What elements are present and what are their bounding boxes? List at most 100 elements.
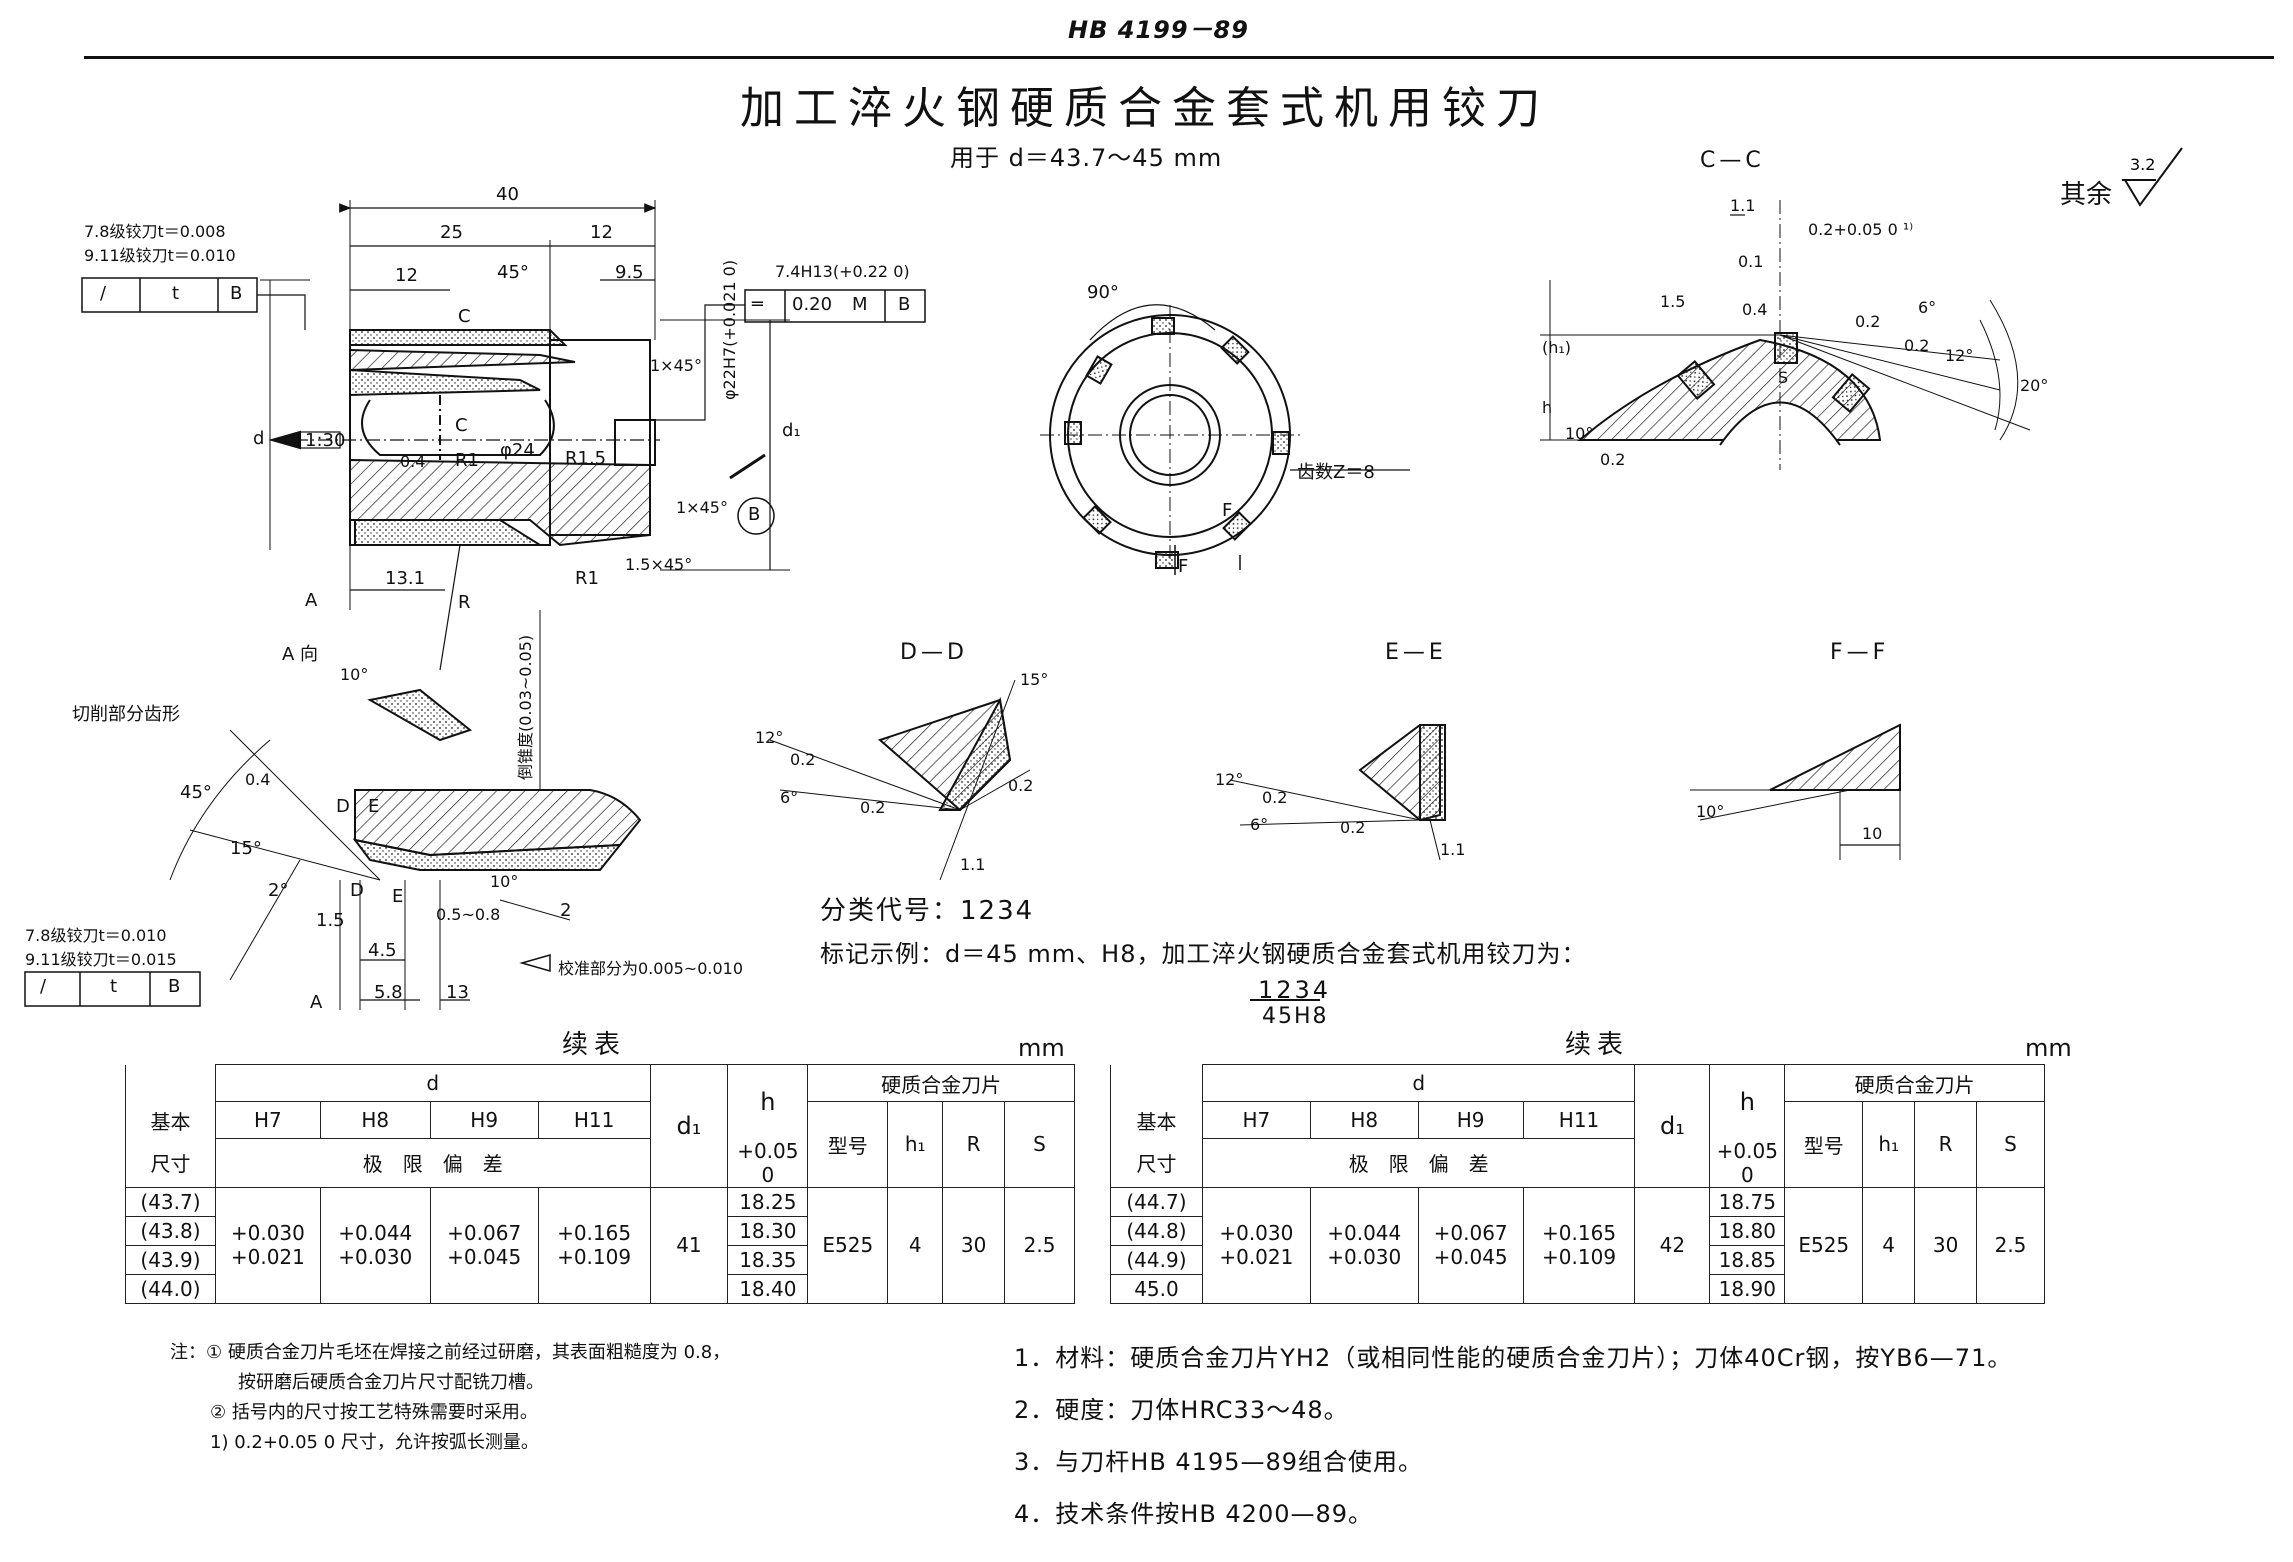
t2-basic-2: (44.9) bbox=[1110, 1244, 1203, 1275]
t1-h-d: d bbox=[214, 1064, 651, 1102]
tech-1: 1．材料：硬质合金刀片YH2（或相同性能的硬质合金刀片）；刀体40Cr钢，按YB… bbox=[1014, 1344, 2013, 1372]
runout-icon: ∕ bbox=[100, 283, 107, 304]
section-c-c bbox=[1540, 200, 2031, 470]
t1-h-h8: H8 bbox=[319, 1101, 431, 1139]
runout2-datum: B bbox=[168, 976, 181, 997]
roughness-04: 0.4 bbox=[400, 452, 426, 471]
t2-h-2: 18.85 bbox=[1709, 1244, 1786, 1275]
t1-type: E525 bbox=[807, 1186, 889, 1304]
section-mark-c-top: C bbox=[458, 306, 471, 327]
roughness-label: 其余 bbox=[2060, 180, 2113, 210]
chamfer-1x45-top: 1×45° bbox=[650, 356, 702, 375]
note-3: 1) 0.2+0.05 0 尺寸，允许按弧长测量。 bbox=[210, 1432, 539, 1453]
cc-0-1: 0.1 bbox=[1738, 252, 1764, 271]
dim-angle-45: 45° bbox=[497, 262, 529, 283]
cc-h1: (h₁) bbox=[1542, 338, 1572, 357]
section-e-e bbox=[1229, 724, 1446, 861]
t1-h-2: 18.35 bbox=[727, 1244, 809, 1275]
t1-h-s: S bbox=[1004, 1101, 1075, 1188]
cc-6: 6° bbox=[1918, 298, 1937, 317]
t2-h-basic1: 基本 bbox=[1110, 1101, 1203, 1139]
cc-0-2-tol: 0.2+0.05 0 ¹⁾ bbox=[1808, 220, 1914, 239]
t1-h-3: 18.40 bbox=[727, 1273, 809, 1304]
t2-h7-lower: +0.021 bbox=[1219, 1245, 1294, 1269]
t1-h-0: 18.25 bbox=[727, 1186, 809, 1217]
dd-0-2-b: 0.2 bbox=[860, 798, 886, 817]
dd-0-2-c: 0.2 bbox=[1008, 776, 1034, 795]
dim-13-1: 13.1 bbox=[385, 568, 426, 589]
runout2-icon: ∕ bbox=[40, 976, 47, 997]
runout2-label-78: 7.8级铰刀t＝0.010 bbox=[25, 926, 167, 945]
dim-40: 40 bbox=[496, 184, 519, 205]
cc-s: S bbox=[1778, 368, 1789, 387]
t1-h-h11: H11 bbox=[537, 1101, 651, 1139]
a-10: 10° bbox=[340, 665, 369, 684]
t2-h-htol: +0.05 0 bbox=[1709, 1138, 1786, 1188]
t2-h-h9: H9 bbox=[1417, 1101, 1524, 1139]
classification-code: 分类代号：1234 bbox=[820, 896, 1035, 926]
end-view bbox=[1040, 304, 1410, 575]
t2-h-1: 18.80 bbox=[1709, 1215, 1786, 1246]
a-1-5: 1.5 bbox=[316, 910, 345, 931]
spec-table-2: d d₁ h 硬质合金刀片 基本 H7 H8 H9 H11 型号 h₁ R S … bbox=[1110, 1064, 2045, 1304]
dd-15: 15° bbox=[1020, 670, 1049, 689]
view-title-cc: C—C bbox=[1700, 148, 1765, 173]
radius-r1-5: R1.5 bbox=[565, 448, 607, 469]
ee-0-2-b: 0.2 bbox=[1340, 818, 1366, 837]
t2-h-d1: d₁ bbox=[1634, 1064, 1711, 1188]
t2-type: E525 bbox=[1784, 1186, 1864, 1304]
table2-caption: 续表 bbox=[1565, 1030, 1630, 1060]
t1-h-insert: 硬质合金刀片 bbox=[807, 1064, 1075, 1102]
t2-basic-0: (44.7) bbox=[1110, 1186, 1203, 1217]
t2-h-d: d bbox=[1201, 1064, 1636, 1102]
marking-code-top: 1234 bbox=[1258, 976, 1332, 1004]
t2-basic-3: 45.0 bbox=[1110, 1273, 1203, 1304]
runout-tolerance: t bbox=[172, 283, 180, 304]
a-mark-2: A bbox=[305, 590, 318, 611]
t1-basic-0: (43.7) bbox=[125, 1186, 216, 1217]
a-4-5: 4.5 bbox=[368, 940, 397, 961]
cc-0-2-d: 0.2 bbox=[1600, 450, 1626, 469]
a-45: 45° bbox=[180, 782, 212, 803]
dim-12: 12 bbox=[590, 222, 613, 243]
tech-2: 2．硬度：刀体HRC33～48。 bbox=[1014, 1396, 1349, 1424]
cutting-profile bbox=[24, 610, 642, 1010]
a-0-5-0-8: 0.5~0.8 bbox=[436, 905, 501, 924]
page-title: 加工淬火钢硬质合金套式机用铰刀 bbox=[740, 83, 1550, 134]
symmetry-icon: ═ bbox=[752, 294, 763, 315]
view-title-dd: D—D bbox=[900, 640, 968, 665]
section-mark-f: F bbox=[1222, 500, 1233, 521]
angle-90: 90° bbox=[1087, 282, 1119, 303]
footnotes: 注：① 硬质合金刀片毛坯在焊接之前经过研磨，其表面粗糙度为 0.8， 按研磨后硬… bbox=[170, 1338, 730, 1458]
t1-basic-1: (43.8) bbox=[125, 1215, 216, 1246]
a-5-8: 5.8 bbox=[374, 982, 403, 1003]
t2-h-3: 18.90 bbox=[1709, 1273, 1786, 1304]
a-13: 13 bbox=[446, 982, 469, 1003]
t1-h11-lower: +0.109 bbox=[557, 1245, 632, 1269]
a-2-b: 2 bbox=[560, 900, 572, 921]
view-title-ff: F—F bbox=[1830, 640, 1890, 665]
dia-24: φ24 bbox=[500, 440, 535, 461]
ff-10: 10° bbox=[1696, 802, 1725, 821]
view-title-ee: E—E bbox=[1385, 640, 1447, 665]
a-section-e-b: E bbox=[392, 886, 404, 907]
slot-dim: 7.4H13(+0.22 0) bbox=[775, 262, 910, 281]
bore-dim: φ22H7(+0.021 0) bbox=[720, 259, 739, 400]
t2-h-type: 型号 bbox=[1784, 1101, 1864, 1188]
dd-12: 12° bbox=[755, 728, 784, 747]
t2-h-h1: h₁ bbox=[1862, 1101, 1916, 1188]
runout-label-78: 7.8级铰刀t＝0.008 bbox=[84, 222, 226, 241]
t1-h-dev: 极 限 偏 差 bbox=[214, 1138, 651, 1188]
chamfer-1-5x45: 1.5×45° bbox=[625, 555, 693, 574]
a-0-4: 0.4 bbox=[245, 770, 271, 789]
t2-h-h11: H11 bbox=[1522, 1101, 1636, 1139]
table2-unit: mm bbox=[2025, 1034, 2072, 1062]
reamer-body-section bbox=[81, 200, 926, 671]
tech-4: 4．技术条件按HB 4200—89。 bbox=[1014, 1500, 1374, 1528]
runout2-tolerance: t bbox=[110, 976, 118, 997]
a-10-b: 10° bbox=[490, 872, 519, 891]
t1-basic-3: (44.0) bbox=[125, 1273, 216, 1304]
roughness-icon: 3.2 bbox=[2122, 147, 2183, 207]
a-2: 2° bbox=[268, 880, 289, 901]
